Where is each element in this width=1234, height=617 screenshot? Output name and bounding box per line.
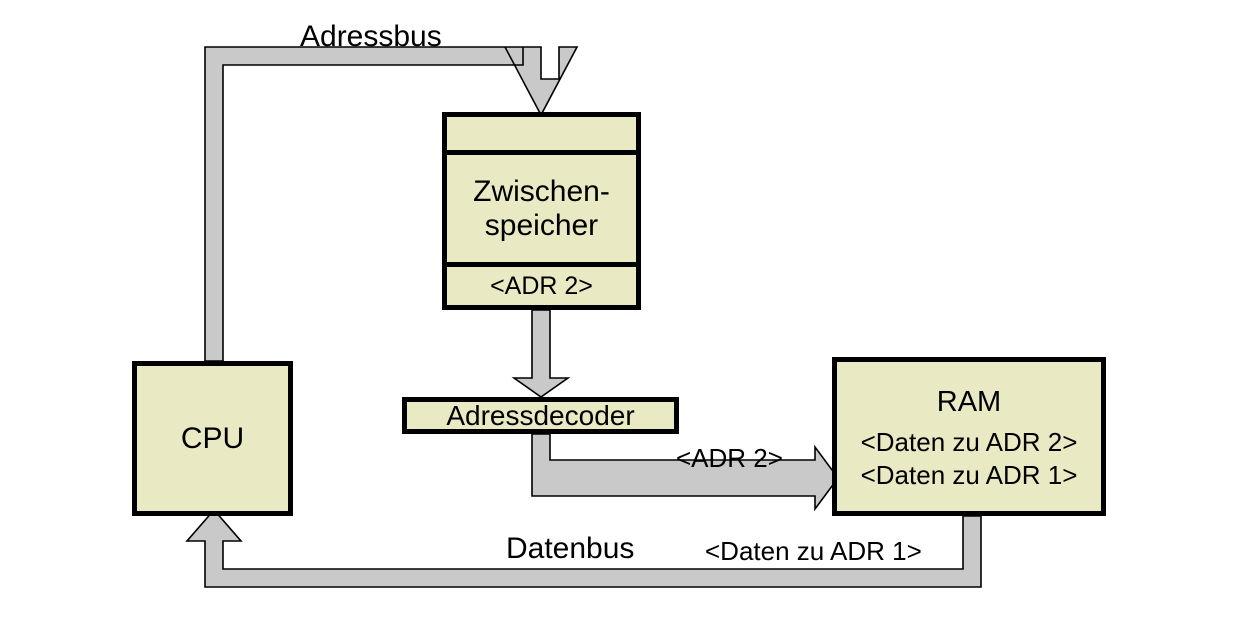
zwischenspeicher-empty-slot bbox=[447, 117, 636, 155]
decoder-to-ram-arrow bbox=[531, 433, 839, 512]
data-bus-value-label: <Daten zu ADR 1> bbox=[705, 536, 922, 566]
adressdecoder-label: Adressdecoder bbox=[446, 399, 635, 431]
zwischenspeicher-label: Zwischen- speicher bbox=[473, 174, 610, 242]
ram-title: RAM bbox=[936, 385, 1002, 418]
data-bus-connector bbox=[185, 508, 982, 588]
zwischenspeicher-address-value: <ADR 2> bbox=[490, 272, 593, 300]
node-ram[interactable]: RAM <Daten zu ADR 2> <Daten zu ADR 1> bbox=[832, 357, 1106, 516]
ram-cell-adr1: <Daten zu ADR 1> bbox=[860, 459, 1078, 490]
node-zwischenspeicher[interactable]: Zwischen- speicher <ADR 2> bbox=[442, 112, 641, 310]
zwischenspeicher-address-slot: <ADR 2> bbox=[447, 267, 636, 305]
node-cpu[interactable]: CPU bbox=[132, 361, 293, 516]
buffer-to-decoder-arrow bbox=[511, 309, 571, 398]
ram-cell-adr2: <Daten zu ADR 2> bbox=[860, 427, 1078, 458]
address-bus-connector bbox=[204, 46, 579, 362]
cpu-label: CPU bbox=[180, 421, 245, 455]
decoder-to-ram-label: <ADR 2> bbox=[676, 443, 783, 473]
address-bus-label: Adressbus bbox=[300, 20, 442, 53]
data-bus-label: Datenbus bbox=[506, 532, 635, 565]
zwischenspeicher-name-slot: Zwischen- speicher bbox=[447, 155, 636, 267]
node-adressdecoder[interactable]: Adressdecoder bbox=[402, 397, 679, 434]
